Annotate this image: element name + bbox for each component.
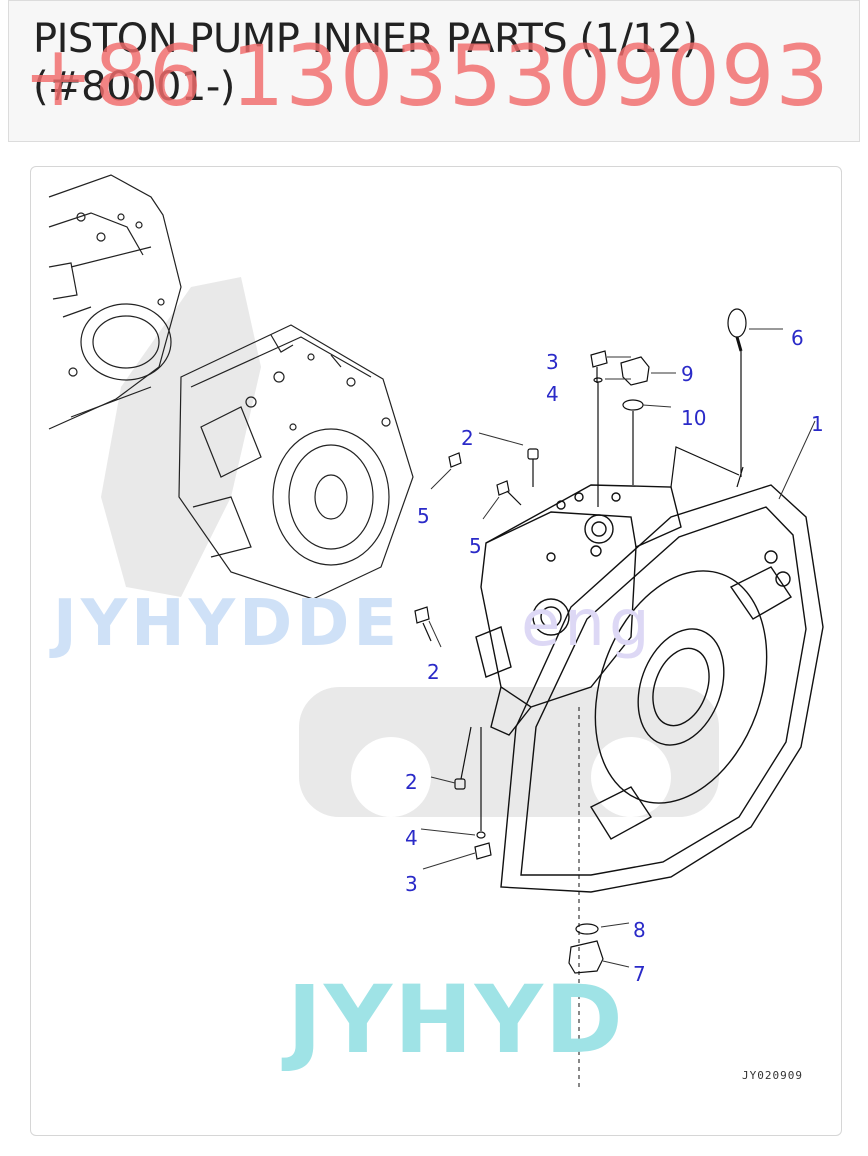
eyebolt-6 xyxy=(727,308,747,338)
plug-5-left xyxy=(448,452,462,468)
watermark-main: JYHYD xyxy=(287,966,625,1075)
callout-5-right[interactable]: 5 xyxy=(469,534,482,558)
callout-10[interactable]: 10 xyxy=(681,406,707,430)
upper-pump-housing xyxy=(48,174,182,430)
callout-3-upper[interactable]: 3 xyxy=(546,350,559,374)
background-logo-silhouette xyxy=(101,277,719,817)
plug-2-upper xyxy=(527,448,539,460)
page-title: PISTON PUMP INNER PARTS (1/12) (#80001-) xyxy=(33,15,833,111)
callout-1[interactable]: 1 xyxy=(811,412,824,436)
page-header: PISTON PUMP INNER PARTS (1/12) (#80001-)… xyxy=(8,0,860,142)
middle-pump-body xyxy=(178,324,414,600)
drawing-code: JY020909 xyxy=(742,1069,803,1082)
callout-9[interactable]: 9 xyxy=(681,362,694,386)
plug-3-lower xyxy=(474,842,492,860)
callout-3-lower[interactable]: 3 xyxy=(405,872,418,896)
callout-2-lower[interactable]: 2 xyxy=(405,770,418,794)
callout-4-lower[interactable]: 4 xyxy=(405,826,418,850)
oring-4-lower xyxy=(476,831,486,839)
plug-9 xyxy=(620,356,650,386)
main-pump-assembly xyxy=(475,484,824,1087)
plug-2-lower xyxy=(454,778,466,790)
callout-2-left[interactable]: 2 xyxy=(427,660,440,684)
callout-7[interactable]: 7 xyxy=(633,962,646,986)
title-line-1: PISTON PUMP INNER PARTS (1/12) xyxy=(33,16,698,62)
callout-5-left[interactable]: 5 xyxy=(417,504,430,528)
phone-watermark: +86 13035309093 xyxy=(23,27,830,125)
callout-2-upper[interactable]: 2 xyxy=(461,426,474,450)
plug-3-upper xyxy=(590,350,608,368)
small-parts xyxy=(414,308,747,974)
oring-4-upper xyxy=(593,377,603,383)
title-line-2: (#80001-) xyxy=(33,64,235,110)
plug-2-left xyxy=(414,606,430,624)
oring-10 xyxy=(622,399,644,411)
callout-8[interactable]: 8 xyxy=(633,918,646,942)
callout-6[interactable]: 6 xyxy=(791,326,804,350)
plug-5-right xyxy=(496,480,510,496)
callout-leaders xyxy=(420,328,816,968)
plug-7 xyxy=(568,940,604,974)
parts-diagram xyxy=(48,174,824,1087)
oring-8 xyxy=(575,923,599,935)
callout-4-upper[interactable]: 4 xyxy=(546,382,559,406)
